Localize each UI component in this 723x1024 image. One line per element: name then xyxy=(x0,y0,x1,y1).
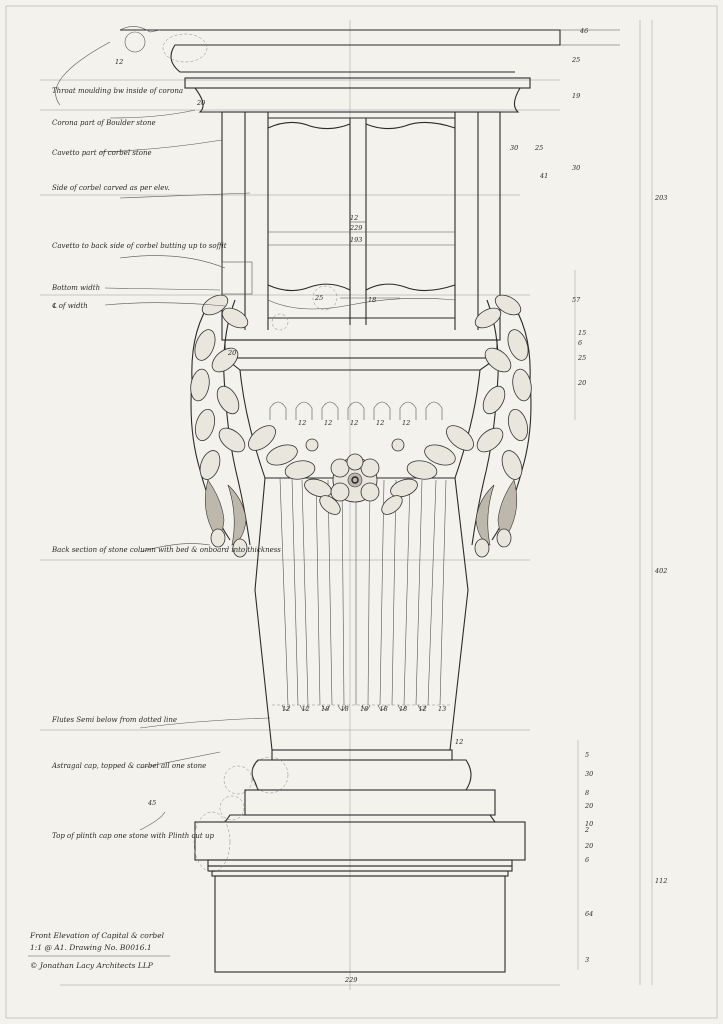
right-stack-dim: 20 xyxy=(577,379,586,387)
dim-overall-upper: 203 xyxy=(654,194,667,202)
rose-boss xyxy=(330,453,380,503)
left-small-dim: 45 xyxy=(147,799,156,807)
right-stack-dim: 25 xyxy=(534,144,543,152)
flute-dim: 18 xyxy=(360,705,368,713)
right-stack-dim: 57 xyxy=(572,296,581,304)
flute-top-dim: 12 xyxy=(402,419,410,427)
right-stack-dim: 19 xyxy=(572,92,580,100)
flute-top-dim: 12 xyxy=(350,419,358,427)
title-credit: © Jonathan Lacy Architects LLP xyxy=(30,961,154,970)
right-stack-dim: 5 xyxy=(585,751,589,759)
title-line2: 1:1 @ A1. Drawing No. B0016.1 xyxy=(30,943,152,952)
column-base xyxy=(193,749,526,973)
right-stack-dim: 6 xyxy=(585,856,589,864)
note-cavetto-back: Cavetto to back side of corbel butting u… xyxy=(52,242,227,250)
right-stack-dim: 10 xyxy=(585,820,593,828)
right-stack-dim: 6 xyxy=(578,339,582,347)
note-leaders xyxy=(55,41,271,831)
note-astragal: Astragal cap, topped & corbel all one st… xyxy=(51,762,206,770)
right-dimension-stack: 25 19 30 25 30 41 57 15 6 25 20 5 30 8 20 102 20 6 64 3 xyxy=(510,56,593,964)
flute-dim: 12 xyxy=(419,705,427,713)
dim-top-right: 46 xyxy=(579,27,588,35)
note-bottom-width: Bottom width xyxy=(51,284,100,292)
right-stack-dim: 20 xyxy=(584,802,593,810)
sheet-border xyxy=(5,5,718,1019)
left-small-dim: 25 xyxy=(314,294,323,302)
flute-dim: 18 xyxy=(341,705,349,713)
left-small-dimensions: 12 20 45 25 18 20 xyxy=(115,58,376,807)
right-stack-dim: 25 xyxy=(571,56,580,64)
right-stack-dim: 25 xyxy=(577,354,586,362)
right-stack-dim: 30 xyxy=(585,770,593,778)
dim-corbel-small: 12 xyxy=(350,214,358,222)
right-stack-dim: 64 xyxy=(585,910,593,918)
dim-overall-lower: 112 xyxy=(655,877,667,885)
left-small-dim: 20 xyxy=(196,99,205,107)
flute-dim: 18 xyxy=(380,705,388,713)
flute-dim: 13 xyxy=(438,705,446,713)
dim-corbel-inner: 193 xyxy=(350,236,362,244)
left-small-dim: 20 xyxy=(227,349,236,357)
note-flutes: Flutes Semi below from dotted line xyxy=(51,716,177,724)
flute-dimension-row: 12 12 18 18 18 18 18 12 13 xyxy=(282,705,446,713)
flute-top-dimension-row: 12 12 12 12 12 xyxy=(298,419,410,427)
dim-fillet: 12 xyxy=(455,738,463,746)
left-small-dim: 12 xyxy=(115,58,123,66)
flute-dim: 18 xyxy=(321,705,329,713)
construction-lines xyxy=(40,20,653,990)
note-plinth: Top of plinth cap one stone with Plinth … xyxy=(52,832,214,840)
right-stack-dim: 3 xyxy=(585,956,589,964)
note-side-corbel: Side of corbel carved as per elev. xyxy=(52,184,170,192)
right-stack-dim: 30 xyxy=(572,164,580,172)
right-stack-dim: 8 xyxy=(585,789,589,797)
title-line1: Front Elevation of Capital & corbel xyxy=(29,931,165,940)
dim-base-width: 229 xyxy=(344,976,357,984)
right-stack-dim: 41 xyxy=(539,172,548,180)
flute-top-dim: 12 xyxy=(298,419,306,427)
garland-swag xyxy=(190,294,532,558)
flute-dim: 18 xyxy=(399,705,407,713)
cornice xyxy=(119,26,620,113)
right-stack-dim: 15 xyxy=(578,329,586,337)
dim-corbel-mid: 229 xyxy=(349,224,362,232)
flute-top-dim: 12 xyxy=(324,419,332,427)
abacus xyxy=(224,339,498,371)
note-corona: Corona part of Boulder stone xyxy=(52,119,156,127)
right-stack-dim: 30 xyxy=(510,144,518,152)
dimensions: 46 203 402 112 229 193 12 229 12 xyxy=(344,27,667,984)
flute-dim: 12 xyxy=(302,705,310,713)
dim-overall-middle: 402 xyxy=(654,567,667,575)
right-stack-dim: 20 xyxy=(584,842,593,850)
note-back-section: Back section of stone column with bed & … xyxy=(51,546,281,554)
note-centre-width: ℄ of width xyxy=(52,302,88,310)
flute-dim: 12 xyxy=(282,705,290,713)
annotations: Throat moulding bw inside of corona Coro… xyxy=(51,87,281,840)
right-stack-dim: 2 xyxy=(584,826,589,834)
note-throat: Throat moulding bw inside of corona xyxy=(52,87,183,95)
title-block: Front Elevation of Capital & corbel 1:1 … xyxy=(28,931,170,970)
left-small-dim: 18 xyxy=(368,296,376,304)
note-cavetto: Cavetto part of corbel stone xyxy=(52,149,152,157)
flute-top-dim: 12 xyxy=(376,419,384,427)
